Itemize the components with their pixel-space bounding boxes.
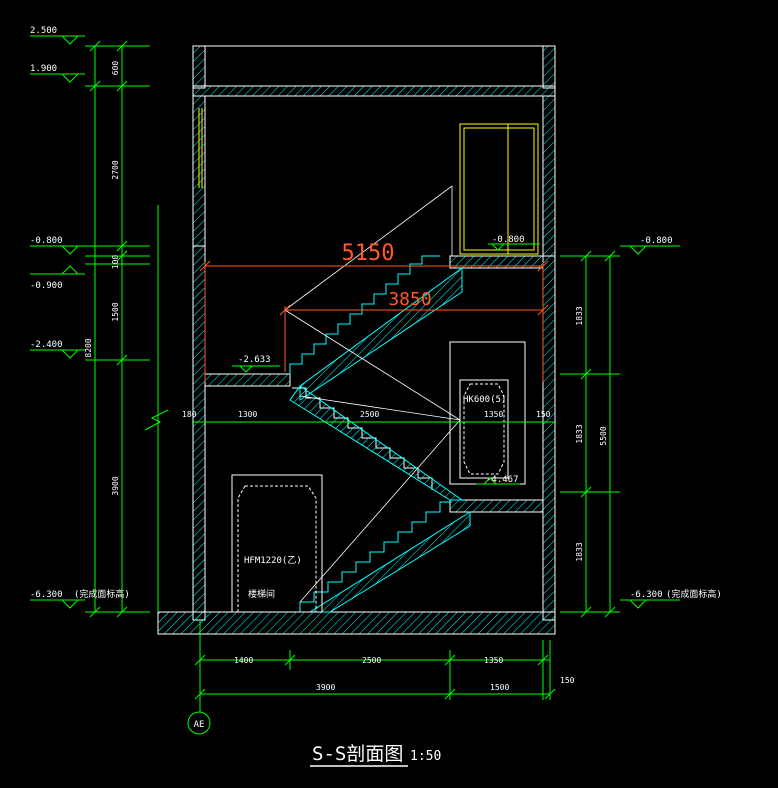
elev-left-minus-0900: -0.900 <box>30 281 63 291</box>
upper-wall-right <box>542 95 556 257</box>
red-dim-5150 <box>199 260 549 382</box>
dim-bottom-2500: 2500 <box>362 656 381 665</box>
dim-right-1833-b: 1833 <box>575 424 584 443</box>
elev-inner-minus-0800: -0.800 <box>492 235 525 245</box>
stair-middle-slab <box>289 385 464 501</box>
door-hfm1220-label: HFM1220(乙) <box>244 555 302 566</box>
section-lines <box>284 185 461 603</box>
dim-mid-2500: 2500 <box>360 410 379 419</box>
dim-left-3900: 3900 <box>111 476 120 495</box>
dim-left-600: 600 <box>111 61 120 76</box>
level-symbols <box>30 35 680 609</box>
dim-right-1833-c: 1833 <box>575 542 584 561</box>
dim-left-total-8200: 8200 <box>84 338 93 357</box>
red-dim-3850 <box>279 304 549 372</box>
stair-upper-steps <box>289 255 440 374</box>
dim-mid-1300: 1300 <box>238 410 257 419</box>
elev-inner-minus-4467: -4.467 <box>486 475 519 485</box>
window-upper <box>459 123 539 255</box>
axis-bubble: AE <box>187 711 211 735</box>
lower-wall-right <box>542 255 556 621</box>
drawing-title-scale: 1:50 <box>410 749 441 764</box>
lower-wall-left <box>192 245 206 621</box>
dim-mid-150: 150 <box>536 410 551 419</box>
dim-mid-1350: 1350 <box>484 410 503 419</box>
drawing-title: S-S剖面图 1:50 <box>310 743 441 767</box>
dim-bottom-3900: 3900 <box>316 683 335 692</box>
elev-right-minus-6300: -6.300 <box>630 590 663 600</box>
elev-left-minus-6300: -6.300 <box>30 590 63 600</box>
roof-slab <box>192 85 556 97</box>
red-dim-5150-label: 5150 <box>342 241 395 266</box>
stair-flights <box>289 255 471 613</box>
axis-bubble-label: AE <box>194 720 205 730</box>
elev-right-minus-6300-note: (完成面标高) <box>666 588 722 600</box>
walls <box>157 45 556 635</box>
elev-left-minus-6300-note: (完成面标高) <box>74 588 130 600</box>
elev-inner-minus-2633: -2.633 <box>238 355 271 365</box>
dim-left-2700: 2700 <box>111 160 120 179</box>
landing-low <box>449 499 544 513</box>
elev-right-minus-0800: -0.800 <box>640 236 673 246</box>
stair-lower-steps <box>299 501 452 612</box>
door-hfm1220 <box>231 474 323 613</box>
stair-lower-slab <box>308 511 471 613</box>
elev-left-minus-0800: -0.800 <box>30 236 63 246</box>
parapet-left <box>192 45 206 89</box>
floor-slab <box>157 611 556 635</box>
dim-bottom-150: 150 <box>560 676 575 685</box>
landing-mid <box>204 373 291 387</box>
drawing-title-main: S-S剖面图 <box>312 743 403 765</box>
room-label-stairwell: 楼梯间 <box>248 588 275 600</box>
stair-upper-slab <box>299 267 463 401</box>
dim-right-1833-a: 1833 <box>575 306 584 325</box>
outline <box>193 45 555 188</box>
dim-mid-180: 180 <box>182 410 197 419</box>
dimension-lines <box>85 40 620 712</box>
red-dim-3850-label: 3850 <box>388 289 431 310</box>
dim-bottom-1350: 1350 <box>484 656 503 665</box>
dim-left-100: 100 <box>111 255 120 270</box>
dim-left-1500: 1500 <box>111 302 120 321</box>
parapet-right <box>542 45 556 89</box>
dim-right-total-5500: 5500 <box>599 426 608 445</box>
dim-bottom-1500: 1500 <box>490 683 509 692</box>
elev-left-2500: 2.500 <box>30 26 57 36</box>
elev-left-minus-2400: -2.400 <box>30 340 63 350</box>
door-hk600-label: HK600(5) <box>463 395 506 405</box>
elev-left-1900: 1.900 <box>30 64 57 74</box>
dim-bottom-1400: 1400 <box>234 656 253 665</box>
